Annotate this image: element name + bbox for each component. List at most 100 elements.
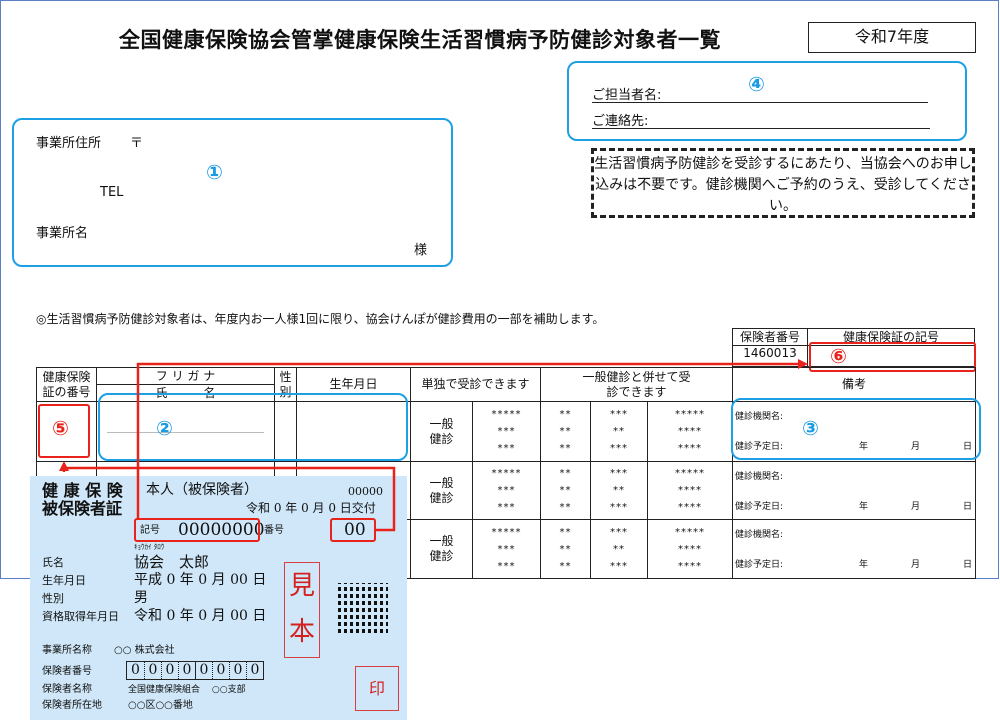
exam-item-stars: *** [610,526,628,538]
marker-1: ① [206,160,223,184]
exam-item-stars: **** [678,543,702,555]
card-number-label: 番号 [264,525,284,536]
insurer-digit: 0 [161,662,178,679]
exam-item-stars: *** [610,443,628,454]
exam-item-stars: *** [497,502,516,513]
exam-item-stars: *** [610,409,628,420]
exam-item-stars: ** [613,543,625,555]
date-label: 健診予定日: [735,560,784,570]
exam-item-cell: *********** [472,519,541,579]
insurer-digit: 0 [195,662,212,679]
remarks-cell[interactable]: 健診機関名:健診予定日:年月日 [732,461,976,520]
exam-item-cell: *********** [472,401,541,462]
exam-item-stars: ***** [675,526,705,538]
card-insurer-no-label: 保険者番号 [42,666,92,677]
marker-2: ② [156,416,173,440]
exam-item-cell: ******** [590,519,648,579]
insurer-number-value: 1460013 [732,345,808,367]
card-furigana: ｷｮｳｶｲ ﾀﾛｳ [134,543,165,551]
contact-box [567,61,967,141]
fiscal-year-box: 令和7年度 [808,22,976,53]
card-insurer-addr: ○○区○○番地 [128,700,193,711]
card-insurer-addr-label: 保険者所在地 [42,700,102,711]
marker-3: ③ [802,416,819,440]
card-number-highlight-box [330,518,376,542]
card-name: 協会 太郎 [134,553,210,571]
month-label: 月 [911,442,921,452]
exam-item-stars: ** [559,468,572,479]
header-remarks: 備考 [732,367,976,402]
card-birth: 平成 0 年 0 月 00 日 [134,572,267,588]
exam-item-cell: ****** [540,519,591,579]
exam-item-stars: ** [559,426,572,437]
card-acquired-label: 資格取得年月日 [42,610,119,623]
exam-item-stars: *** [497,443,516,454]
contact-phone-line [592,128,930,129]
marker-6: ⑥ [830,344,847,368]
exam-item-stars: ** [559,485,572,496]
marker-5: ⑤ [52,416,69,440]
exam-item-stars: *** [610,502,628,513]
exam-type-cell: 一般健診 [410,461,473,520]
card-issued: 令和 0 年 0 月 0 日交付 [246,501,376,515]
insurer-digit: 0 [212,662,229,679]
remarks-highlight [731,398,981,460]
marker-4: ④ [748,72,765,96]
exam-item-cell: ************* [647,461,733,520]
date-label: 健診予定日: [735,502,784,512]
header-furigana: フ リ ガ ナ [96,367,275,385]
exam-item-stars: *** [497,560,516,572]
facility-label: 健診機関名: [735,530,784,540]
header-card-number: 健康保険証の番号 [36,367,97,402]
insurer-digit: 0 [131,662,140,678]
card-acquired: 令和 0 年 0 月 00 日 [134,608,267,624]
notice-box: 生活習慣病予防健診を受診するにあたり、当協会へのお申し込みは不要です。健診機関へ… [591,148,975,218]
card-number-highlight [38,404,90,458]
sample-stamp-char-1: 見 [288,571,315,601]
tel-label: TEL [100,185,124,200]
exam-item-cell: ** ** ** [540,461,591,520]
exam-item-stars: *** [610,468,628,479]
year-label: 年 [859,560,869,570]
office-address-label: 事業所住所 [36,136,102,151]
exam-item-stars: ** [559,409,572,420]
subsidy-note: ◎生活習慣病予防健診対象者は、年度内お一人様1回に限り、協会けんぽが健診費用の一… [36,312,605,326]
exam-item-stars: ***** [491,526,522,538]
card-birth-label: 生年月日 [42,574,86,587]
exam-item-stars: *** [497,485,516,496]
card-insurer-name-label: 保険者名称 [42,684,92,695]
contact-person-label: ご担当者名: [592,88,662,103]
office-name-label: 事業所名 [36,226,89,241]
insurer-digit: 0 [178,662,195,679]
card-insurer-name: 全国健康保険組合 ○○支部 [128,685,246,695]
day-label: 日 [963,502,973,512]
exam-item-cell: ************* [647,519,733,579]
exam-item-cell: ** ** ** [540,401,591,462]
year-label: 年 [859,502,869,512]
seal-stamp: 印 [355,666,399,711]
exam-item-stars: ***** [675,409,705,420]
exam-item-stars: **** [678,443,702,454]
remarks-cell[interactable]: 健診機関名:健診予定日:年月日 [732,519,976,579]
contact-phone-label: ご連絡先: [592,114,649,129]
exam-type-cell: 一般健診 [410,401,473,462]
card-holder-type: 本人（被保険者） [146,482,258,498]
insurer-digit: 0 [246,662,263,679]
exam-type-cell: 一般健診 [410,519,473,579]
honorific: 様 [414,243,428,258]
exam-item-stars: ** [559,443,572,454]
header-combined: 一般健診と併せて受診できます [540,367,733,402]
card-title-1: 健 康 保 険 [42,481,123,500]
exam-item-stars: ** [613,426,625,437]
postal-mark: 〒 [130,136,144,151]
qr-code-icon [338,583,388,633]
card-title-2: 被保険者証 [42,499,123,518]
year-label: 年 [859,442,869,452]
card-symbol-highlight-box [134,518,260,542]
sample-insurance-card: 健 康 保 険 被保険者証 本人（被保険者） 00000 令和 0 年 0 月 … [30,476,407,720]
card-symbol-highlight [809,342,976,372]
month-label: 月 [911,560,921,570]
sample-stamp: 見 本 [284,562,320,658]
exam-item-stars: ** [559,502,572,513]
day-label: 日 [963,442,973,452]
